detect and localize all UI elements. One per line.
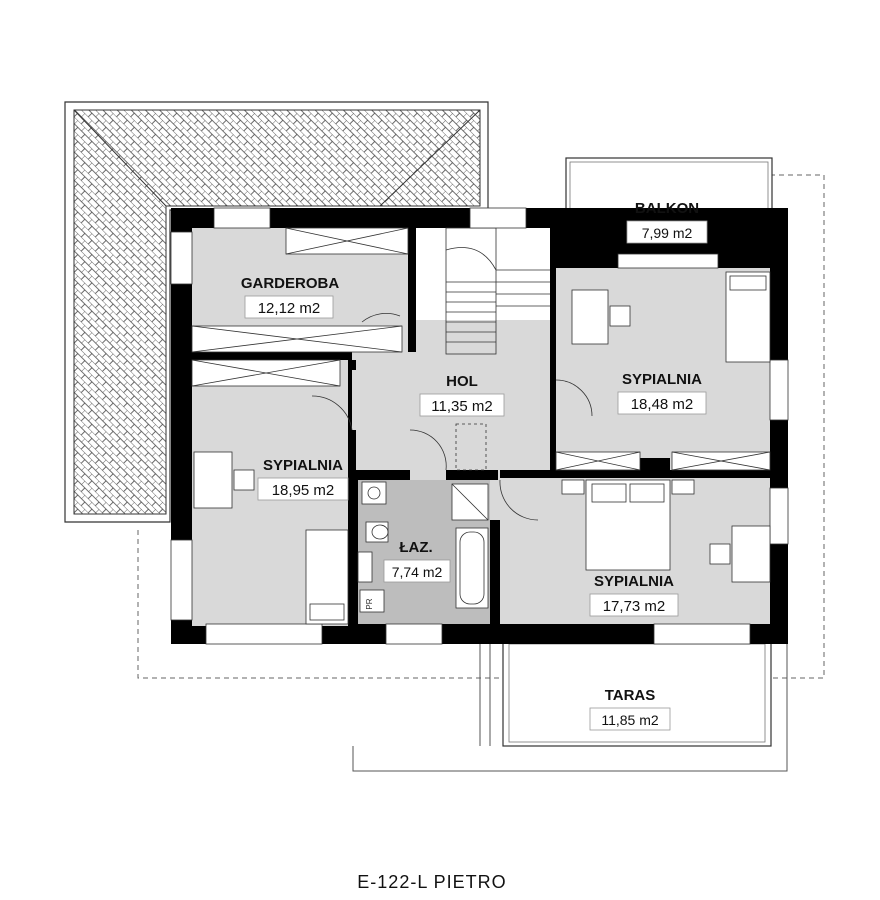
room-name-hol: HOL	[446, 373, 478, 390]
label-balkon: BALKON 7,99 m2	[626, 200, 708, 244]
terrace	[352, 639, 788, 772]
plan-caption: E-122-L PIETRO	[357, 872, 506, 892]
sink	[357, 551, 373, 583]
doors	[311, 312, 593, 521]
furniture	[193, 271, 771, 625]
interior-walls	[192, 228, 770, 626]
desk-right-top	[571, 289, 609, 345]
room-area-taras: 11,85 m2	[601, 712, 659, 728]
room-name-sypialnia-left: SYPIALNIA	[263, 457, 343, 474]
room-name-sypialnia-right-top: SYPIALNIA	[622, 371, 702, 388]
label-sypialnia-right-top: SYPIALNIA 18,48 m2	[617, 371, 707, 415]
room-area-balkon: 7,99 m2	[642, 225, 693, 241]
room-name-taras: TARAS	[605, 687, 656, 704]
label-sypialnia-right-bottom: SYPIALNIA 17,73 m2	[589, 573, 679, 617]
room-area-hol: 11,35 m2	[431, 398, 492, 415]
room-area-garderoba: 12,12 m2	[258, 300, 321, 317]
pr-unit	[359, 589, 385, 613]
bathroom-fixtures	[357, 481, 489, 613]
windows	[170, 207, 789, 645]
roof-left	[64, 101, 489, 523]
label-lazienka: ŁAZ. 7,74 m2	[383, 539, 451, 583]
desk-left	[193, 451, 233, 509]
room-name-sypialnia-right-bottom: SYPIALNIA	[594, 573, 674, 590]
roof-outline-dashed	[137, 174, 825, 679]
room-name-garderoba: GARDEROBA	[241, 275, 340, 292]
staircase	[445, 227, 550, 355]
room-area-sypialnia-right-bottom: 17,73 m2	[603, 598, 666, 615]
label-taras: TARAS 11,85 m2	[589, 687, 671, 731]
label-garderoba: GARDEROBA 12,12 m2	[241, 275, 340, 319]
room-labels: GARDEROBA 12,12 m2 HOL 11,35 m2 SYPIALNI…	[241, 200, 708, 731]
wardrobes	[191, 227, 771, 471]
room-name-balkon: BALKON	[635, 200, 699, 217]
room-area-sypialnia-right-top: 18,48 m2	[631, 396, 694, 413]
label-hol: HOL 11,35 m2	[419, 373, 505, 417]
room-area-lazienka: 7,74 m2	[392, 564, 443, 580]
pr-label: PR	[365, 598, 374, 609]
label-sypialnia-left: SYPIALNIA 18,95 m2	[257, 457, 349, 501]
room-area-sypialnia-left: 18,95 m2	[272, 482, 335, 499]
desk-right-bottom	[731, 525, 771, 583]
room-name-lazienka: ŁAZ.	[399, 539, 432, 556]
